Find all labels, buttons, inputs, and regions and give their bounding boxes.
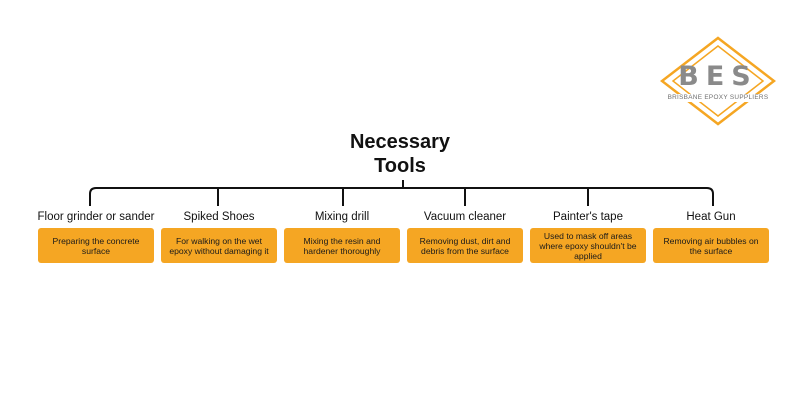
title-line-1: Necessary <box>349 131 451 153</box>
title-line-2: Tools <box>374 155 426 177</box>
tool-description: Preparing the concrete surface <box>52 235 140 256</box>
tool-label-heat-gun: Heat Gun <box>686 211 736 223</box>
tool-label-vacuum-cleaner: Vacuum cleaner <box>423 211 507 223</box>
bracket-line <box>89 187 714 206</box>
tool-description: Mixing the resin and hardener thoroughly <box>303 235 381 256</box>
tool-description: Removing dust, dirt and debris from the … <box>419 235 511 256</box>
tool-description: Removing air bubbles on the surface <box>663 235 759 256</box>
tool-label-spiked-shoes: Spiked Shoes <box>183 211 255 223</box>
tool-label-painters-tape: Painter's tape <box>553 211 623 223</box>
logo-tagline: BRISBANE EPOXY SUPPLIERS <box>660 94 776 102</box>
tool-label-floor-grinder: Floor grinder or sander <box>37 211 155 223</box>
tool-box-painters-tape: Used to mask off areas where epoxy shoul… <box>530 228 646 263</box>
diagram-title: Necessary Tools <box>300 130 500 178</box>
tool-box-vacuum-cleaner: Removing dust, dirt and debris from the … <box>407 228 523 263</box>
tool-label-mixing-drill: Mixing drill <box>314 211 370 223</box>
tool-box-heat-gun: Removing air bubbles on the surface <box>653 228 769 263</box>
tool-box-floor-grinder: Preparing the concrete surface <box>38 228 154 263</box>
tool-box-spiked-shoes: For walking on the wet epoxy without dam… <box>161 228 277 263</box>
logo-letters: BES <box>678 61 758 92</box>
tool-description: For walking on the wet epoxy without dam… <box>169 235 269 256</box>
tool-box-mixing-drill: Mixing the resin and hardener thoroughly <box>284 228 400 263</box>
bes-logo: BES BRISBANE EPOXY SUPPLIERS <box>660 36 776 126</box>
logo-diamond-icon <box>660 36 776 126</box>
tool-description: Used to mask off areas where epoxy shoul… <box>539 230 637 261</box>
